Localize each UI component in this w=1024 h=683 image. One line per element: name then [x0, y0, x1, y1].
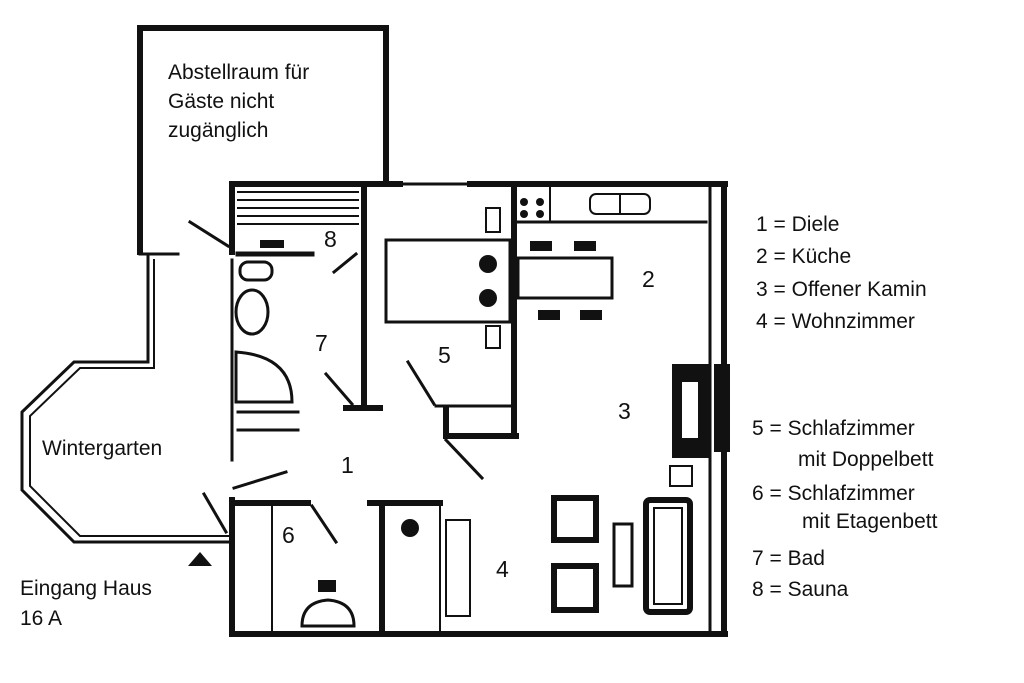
hallway-doors: [201, 359, 485, 535]
entrance-label-line-1: Eingang Haus: [20, 577, 152, 600]
legend-item-8: 8 = Sauna: [752, 578, 849, 601]
bedroom-bunk: [229, 500, 385, 637]
room-number-6: 6: [282, 522, 295, 548]
entrance-marker: [188, 552, 212, 566]
room-number-8: 8: [324, 226, 337, 252]
legend-item-1: 1 = Diele: [756, 213, 840, 236]
room-number-2: 2: [642, 266, 655, 292]
kitchen: [514, 187, 708, 320]
bathroom-fixtures: [234, 260, 355, 432]
legend-item-7: 7 = Bad: [752, 547, 825, 570]
room-number-4: 4: [496, 556, 509, 582]
storage-label-line-1: Abstellraum für: [168, 61, 310, 84]
storage-label-line-2: Gäste nicht: [168, 90, 275, 113]
wintergarden-outline: [20, 252, 234, 544]
room-number-1: 1: [341, 452, 354, 478]
wintergarden-label: Wintergarten: [42, 437, 163, 460]
living-room-furniture: [367, 495, 693, 631]
legend-item-5: 5 = Schlafzimmer: [752, 417, 915, 440]
legend-item-2: 2 = Küche: [756, 245, 852, 268]
storage-label-line-3: zugänglich: [168, 119, 269, 142]
legend-item-6-detail: mit Etagenbett: [802, 510, 938, 533]
bedroom-double: [384, 181, 519, 439]
room-number-5: 5: [438, 342, 451, 368]
entrance-label-line-2: 16 A: [20, 607, 63, 630]
fireplace: [669, 364, 730, 487]
room-number-3: 3: [618, 398, 631, 424]
legend-item-6: 6 = Schlafzimmer: [752, 482, 915, 505]
sauna: [187, 185, 383, 411]
legend-item-3: 3 = Offener Kamin: [756, 278, 927, 301]
room-number-7: 7: [315, 330, 328, 356]
legend-item-5-detail: mit Doppelbett: [798, 448, 934, 471]
legend-item-4: 4 = Wohnzimmer: [756, 310, 915, 333]
